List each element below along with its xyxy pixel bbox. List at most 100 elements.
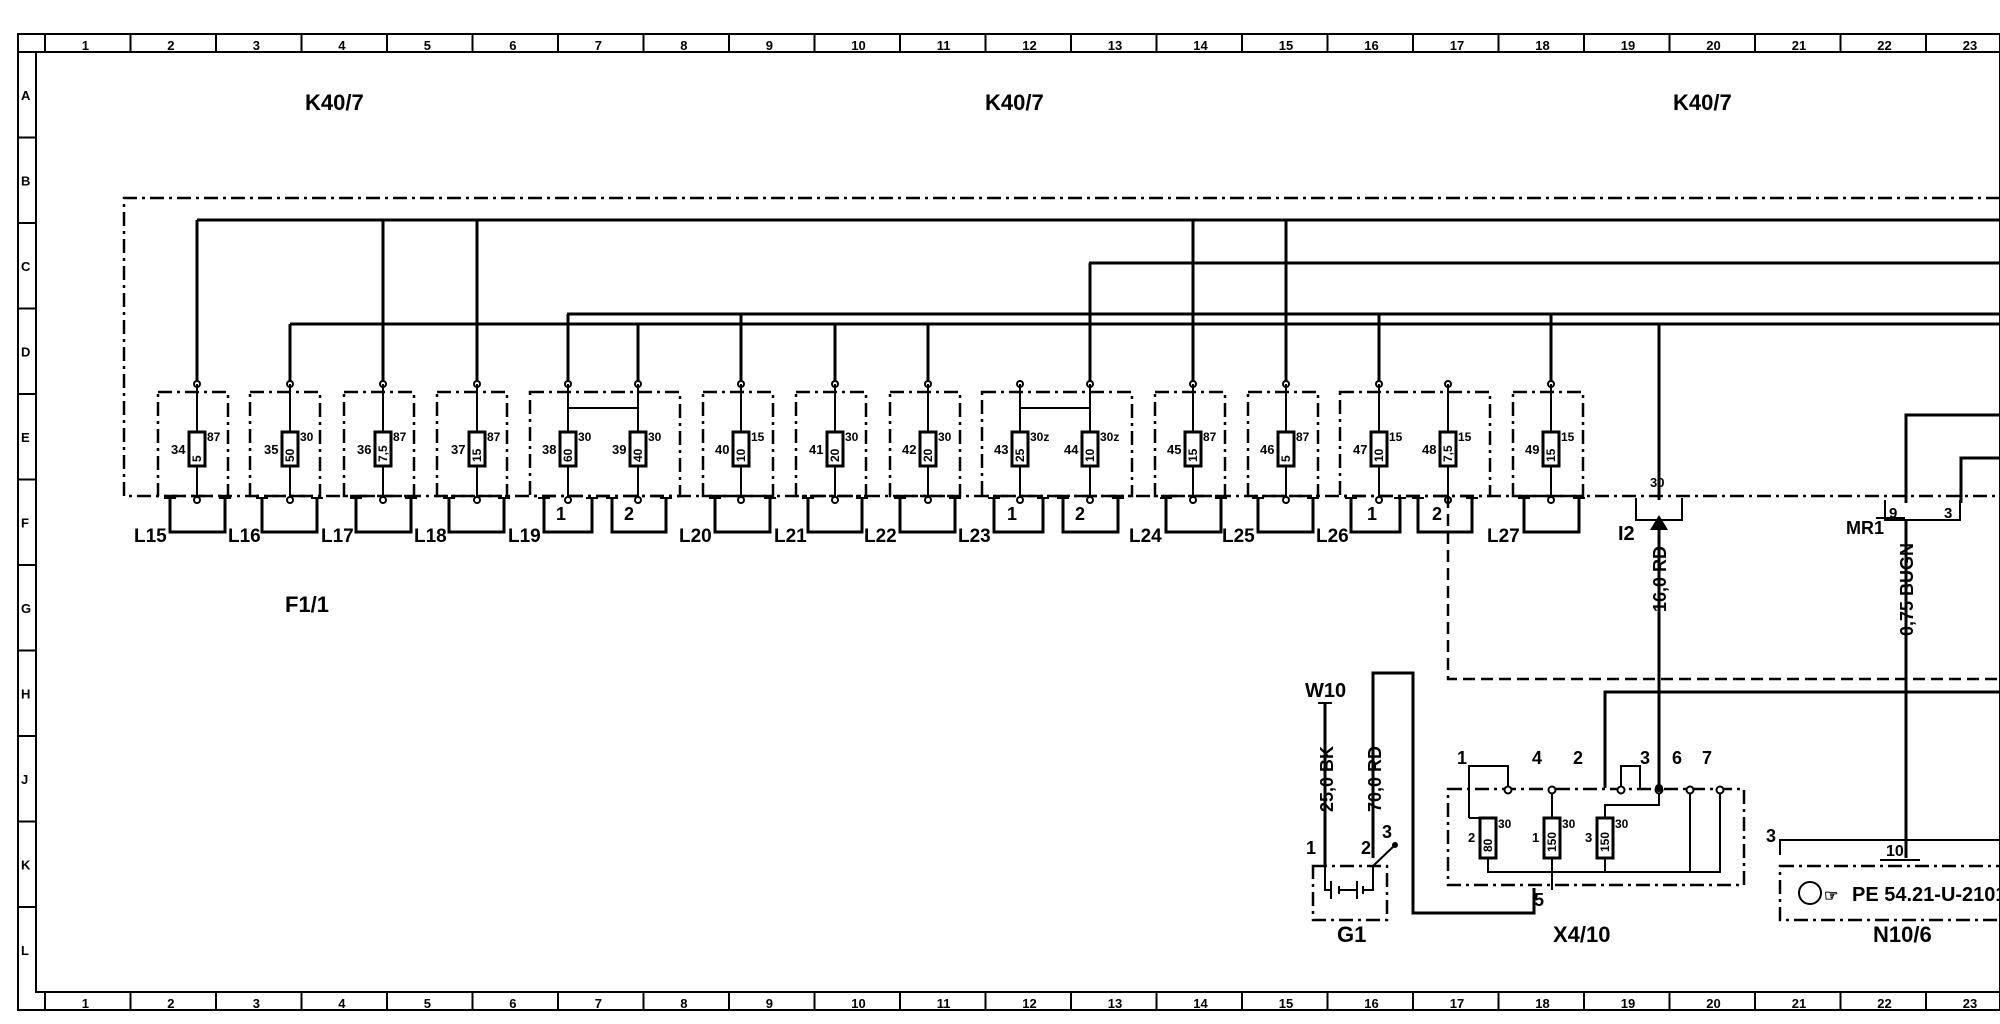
grid-col-label-bottom: 23 bbox=[1963, 996, 1977, 1011]
connector-bracket bbox=[168, 498, 227, 534]
pin-l23-1: 1 bbox=[1007, 504, 1017, 524]
grid-col-label-bottom: 15 bbox=[1279, 996, 1293, 1011]
fuse-amp: 10 bbox=[1083, 448, 1097, 462]
n10-pin-10: 10 bbox=[1886, 843, 1904, 860]
connector-label: L26 bbox=[1316, 526, 1349, 547]
x4-fuse-number: 1 bbox=[1532, 830, 1539, 845]
x4-fuse-amp: 150 bbox=[1598, 832, 1612, 852]
fuse-terminal: 30z bbox=[1100, 430, 1119, 444]
grid-labels: 1122334455667788991010111112121313141415… bbox=[21, 38, 1977, 1011]
wire-upper-e bbox=[1904, 413, 2000, 503]
fuse-terminal: 30 bbox=[578, 430, 592, 444]
grid-row-label: B bbox=[21, 173, 30, 188]
label-f1: F1/1 bbox=[285, 592, 329, 617]
fuse-terminal: 15 bbox=[1458, 430, 1472, 444]
fuse-amp: 15 bbox=[1544, 448, 1558, 462]
grid-col-label-top: 13 bbox=[1108, 38, 1122, 53]
grid-row-label: K bbox=[21, 857, 31, 872]
connector-label: L16 bbox=[228, 526, 261, 547]
x4-fuse-terminal: 30 bbox=[1562, 817, 1576, 831]
connector-label: L27 bbox=[1487, 526, 1520, 547]
connector-bracket bbox=[1061, 498, 1120, 534]
fuse-amp: 15 bbox=[470, 448, 484, 462]
fuse-amp: 5 bbox=[190, 455, 204, 462]
grid-col-label-bottom: 17 bbox=[1450, 996, 1464, 1011]
grid-col-label-top: 16 bbox=[1364, 38, 1378, 53]
pin-l19-2: 2 bbox=[624, 504, 634, 524]
fuse-group-frame bbox=[1511, 390, 1585, 498]
fuse-group-frame bbox=[342, 390, 416, 498]
wire-bk-label: 25,0 BK bbox=[1317, 746, 1337, 812]
fuse-amp: 40 bbox=[631, 448, 645, 462]
connector-bracket bbox=[1164, 498, 1223, 534]
fuse-amp: 25 bbox=[1013, 448, 1027, 462]
mr1-label: MR1 bbox=[1846, 518, 1884, 538]
x4-pin bbox=[1616, 785, 1626, 795]
grid-col-label-top: 5 bbox=[424, 38, 431, 53]
grid-col-label-bottom: 12 bbox=[1022, 996, 1036, 1011]
grid-col-label-top: 20 bbox=[1706, 38, 1720, 53]
x4-fuse-terminal: 30 bbox=[1498, 817, 1512, 831]
fuse-terminal: 87 bbox=[393, 430, 407, 444]
connector-label: L24 bbox=[1129, 526, 1162, 547]
battery-switch bbox=[1372, 844, 1396, 867]
connector-label: L18 bbox=[414, 526, 447, 547]
fuse-terminal: 30 bbox=[300, 430, 314, 444]
grid-row-label: A bbox=[21, 88, 31, 103]
grid-col-label-bottom: 18 bbox=[1535, 996, 1549, 1011]
x4-pin-3: 3 bbox=[1640, 748, 1650, 768]
connector-bracket bbox=[1416, 498, 1474, 534]
x4-pin-4: 4 bbox=[1532, 748, 1542, 768]
fuse-number: 46 bbox=[1260, 442, 1274, 457]
fuse-pin bbox=[473, 496, 481, 504]
connector-label: L15 bbox=[134, 526, 167, 547]
fuse-number: 38 bbox=[542, 442, 556, 457]
grid-row-label: G bbox=[21, 601, 31, 616]
fuse-terminal: 30 bbox=[648, 430, 662, 444]
grid-col-label-bottom: 4 bbox=[338, 996, 346, 1011]
fuse-group-frame bbox=[701, 390, 775, 498]
grid-col-label-bottom: 6 bbox=[509, 996, 516, 1011]
fuse-amp: 5 bbox=[1279, 455, 1293, 462]
grid-col-label-bottom: 11 bbox=[937, 996, 951, 1011]
grid-col-label-top: 18 bbox=[1535, 38, 1549, 53]
x4-fuse-body bbox=[1595, 816, 1615, 860]
x4-fuse-body bbox=[1478, 816, 1498, 860]
fuse-number: 36 bbox=[357, 442, 371, 457]
grid-col-label-top: 3 bbox=[253, 38, 260, 53]
fuse-terminal: 30z bbox=[1030, 430, 1049, 444]
wire-x4-h bbox=[1603, 690, 2000, 788]
fuse-terminal: 87 bbox=[1203, 430, 1217, 444]
i2-pin-30: 30 bbox=[1650, 475, 1664, 490]
fuse-group-frame bbox=[1153, 390, 1227, 498]
fuse-amp: 50 bbox=[283, 448, 297, 462]
grid-col-label-top: 15 bbox=[1279, 38, 1293, 53]
fuse-group-frame bbox=[980, 390, 1134, 498]
wire-bugn-label: 0,75 BUGN bbox=[1897, 543, 1917, 636]
n10-disk-icon bbox=[1798, 881, 1822, 905]
fuse-number: 44 bbox=[1064, 442, 1079, 457]
battery-switch-dot bbox=[1392, 842, 1398, 848]
connector-label: L17 bbox=[321, 526, 354, 547]
fuse-pin bbox=[1282, 496, 1290, 504]
grid-col-label-bottom: 10 bbox=[851, 996, 865, 1011]
fuse-terminal: 30 bbox=[845, 430, 859, 444]
fuse-amp: 10 bbox=[734, 448, 748, 462]
connector-bracket bbox=[447, 498, 506, 534]
grid-col-label-top: 21 bbox=[1792, 38, 1806, 53]
wire-upper-e2 bbox=[1959, 456, 2000, 503]
fuse-amp: 20 bbox=[828, 448, 842, 462]
fuse-group-frame bbox=[888, 390, 962, 498]
x4-fuse-terminal: 30 bbox=[1615, 817, 1629, 831]
battery-symbol bbox=[1324, 866, 1374, 899]
fuse-amp: 10 bbox=[1372, 448, 1386, 462]
grid-col-label-bottom: 7 bbox=[595, 996, 602, 1011]
grid-col-label-bottom: 5 bbox=[424, 996, 431, 1011]
grid-col-label-top: 19 bbox=[1621, 38, 1635, 53]
grid-col-label-top: 11 bbox=[937, 38, 951, 53]
mr1-bracket bbox=[1884, 500, 1961, 521]
grid-col-label-bottom: 20 bbox=[1706, 996, 1720, 1011]
x4-pin bbox=[1547, 785, 1557, 795]
fuse-pin bbox=[924, 496, 932, 504]
